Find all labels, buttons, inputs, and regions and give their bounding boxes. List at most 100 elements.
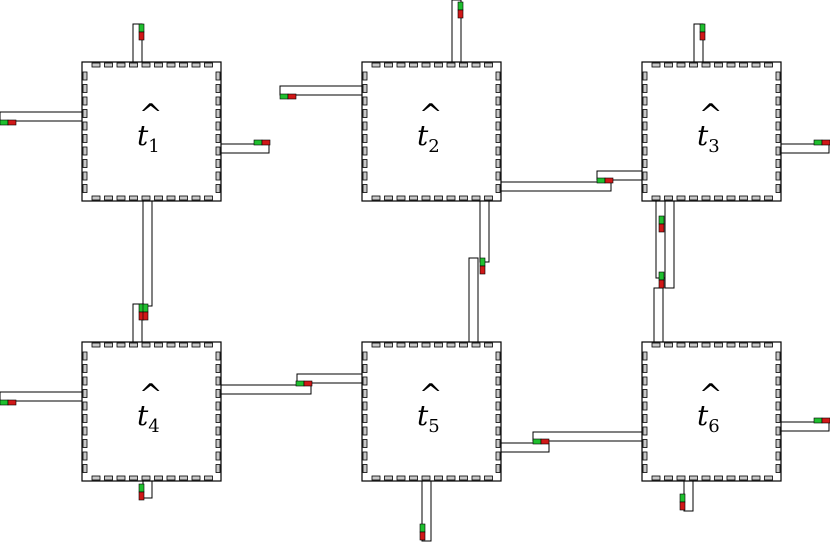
pad bbox=[714, 475, 723, 481]
wire-25 bbox=[683, 478, 694, 512]
pad bbox=[91, 475, 101, 481]
tip-red bbox=[821, 417, 830, 424]
wire-23 bbox=[532, 431, 643, 442]
wire-13 bbox=[664, 197, 675, 289]
tile-t4: t4^ bbox=[81, 341, 222, 482]
pad bbox=[446, 475, 456, 481]
pad bbox=[362, 439, 368, 448]
pad bbox=[651, 62, 661, 68]
pad bbox=[204, 342, 213, 348]
tip-red bbox=[138, 31, 145, 41]
tile-label-base: t bbox=[137, 119, 149, 152]
pad bbox=[764, 475, 773, 481]
tip-red bbox=[658, 223, 665, 233]
pad bbox=[434, 195, 443, 201]
pad bbox=[215, 159, 221, 168]
tile-t6: t6^ bbox=[641, 341, 782, 482]
pad bbox=[446, 195, 456, 201]
tip-red bbox=[604, 177, 614, 184]
pad bbox=[495, 464, 501, 473]
wire-17 bbox=[142, 478, 153, 499]
pad bbox=[775, 401, 781, 411]
wire-3 bbox=[218, 143, 270, 154]
tip-red bbox=[287, 93, 297, 100]
pad bbox=[642, 451, 648, 461]
pad bbox=[141, 195, 151, 201]
pad bbox=[191, 342, 201, 348]
tile-label-t5: t5 bbox=[417, 399, 440, 437]
pad bbox=[215, 184, 221, 193]
pad bbox=[471, 475, 481, 481]
tile-frame bbox=[361, 341, 502, 482]
pad bbox=[764, 195, 773, 201]
pad bbox=[689, 475, 698, 481]
pad bbox=[166, 342, 176, 348]
pad bbox=[215, 84, 221, 93]
pad bbox=[495, 184, 501, 193]
pad bbox=[396, 475, 406, 481]
pad bbox=[362, 184, 368, 193]
pad bbox=[204, 195, 213, 201]
pad bbox=[495, 159, 501, 168]
pad bbox=[82, 109, 88, 118]
pad bbox=[421, 195, 431, 201]
tile-label-subscript: 6 bbox=[708, 416, 719, 437]
pad bbox=[775, 109, 781, 118]
tile-label-subscript: 3 bbox=[708, 136, 719, 157]
pad bbox=[642, 84, 648, 93]
pad bbox=[166, 62, 176, 68]
pad bbox=[751, 342, 761, 348]
wire-6 bbox=[279, 85, 365, 96]
tile-layer: t1^t2^t3^t4^t5^t6^ bbox=[81, 61, 782, 482]
tile-label-subscript: 1 bbox=[148, 136, 159, 157]
pad bbox=[215, 171, 221, 181]
tile-label-t3: t3 bbox=[697, 119, 720, 157]
pad bbox=[664, 342, 673, 348]
pad bbox=[384, 342, 393, 348]
tile-label-hat: ^ bbox=[419, 378, 442, 411]
tip-green bbox=[658, 271, 665, 281]
pad bbox=[396, 62, 406, 68]
pad bbox=[701, 475, 711, 481]
tip-red bbox=[479, 265, 486, 275]
pad bbox=[82, 134, 88, 143]
tip-green bbox=[295, 380, 305, 387]
pad bbox=[726, 342, 736, 348]
pad bbox=[689, 342, 698, 348]
tile-label-t4: t4 bbox=[137, 399, 160, 437]
tip-green bbox=[813, 417, 823, 424]
pad bbox=[362, 401, 368, 411]
pad bbox=[642, 159, 648, 168]
pad bbox=[215, 96, 221, 106]
pad bbox=[191, 62, 201, 68]
tip-green bbox=[138, 23, 145, 33]
pad bbox=[484, 342, 493, 348]
pad bbox=[434, 62, 443, 68]
pad bbox=[495, 146, 501, 156]
pad bbox=[154, 62, 163, 68]
pad bbox=[495, 451, 501, 461]
tile-label-t6: t6 bbox=[697, 399, 720, 437]
pad bbox=[362, 134, 368, 143]
pad bbox=[362, 376, 368, 386]
tip-red bbox=[303, 380, 313, 387]
pad bbox=[484, 195, 493, 201]
pad bbox=[362, 364, 368, 373]
pad bbox=[471, 342, 481, 348]
tip-red bbox=[419, 531, 426, 541]
tile-label-hat: ^ bbox=[699, 98, 722, 131]
pad bbox=[82, 439, 88, 448]
tip-green bbox=[658, 215, 665, 225]
pad bbox=[642, 426, 648, 436]
pad bbox=[676, 195, 686, 201]
pad bbox=[775, 121, 781, 131]
wire-4 bbox=[142, 197, 153, 307]
pad bbox=[775, 71, 781, 81]
pad bbox=[764, 62, 773, 68]
tile-label-t1: t1 bbox=[137, 119, 160, 157]
pad bbox=[739, 62, 748, 68]
pad bbox=[664, 475, 673, 481]
tip-green bbox=[457, 1, 464, 11]
